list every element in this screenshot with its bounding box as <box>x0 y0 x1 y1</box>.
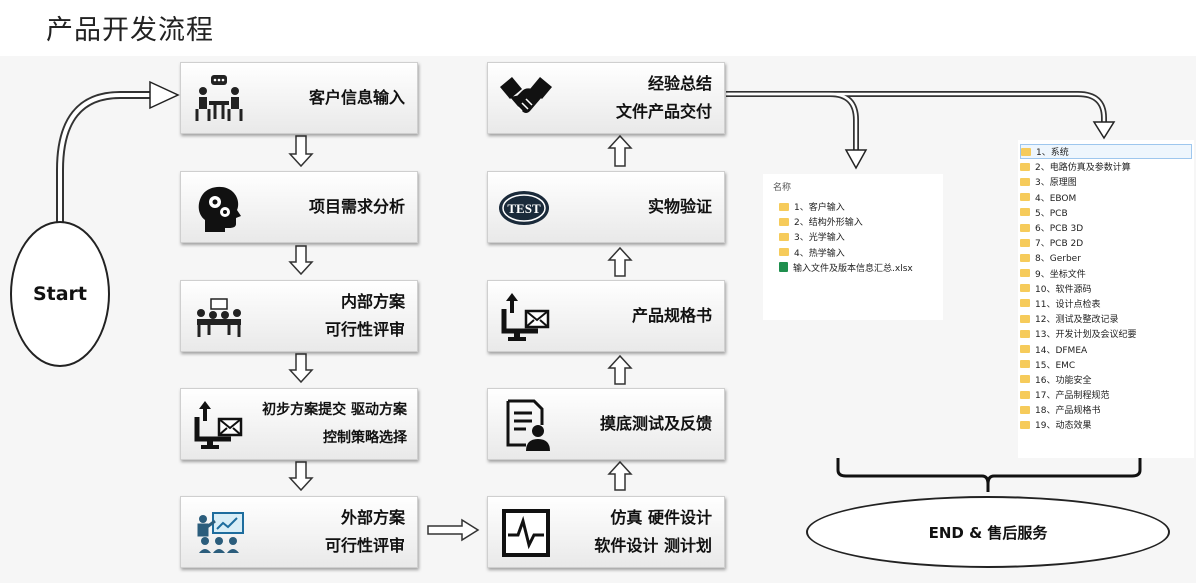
folder-icon <box>1020 253 1030 262</box>
monitor-mail-icon <box>194 401 243 449</box>
excel-file-icon <box>779 262 788 273</box>
step-baseline-test: 摸底测试及反馈 <box>487 388 725 460</box>
folder-icon <box>1021 147 1031 156</box>
column-header-name: 名称 <box>773 183 792 193</box>
end-node: END & 售后服务 <box>806 496 1170 568</box>
list-item[interactable]: 18、产品规格书 <box>1020 402 1192 417</box>
list-item[interactable]: 2、电路仿真及参数计算 <box>1020 159 1192 174</box>
folder-icon <box>1020 345 1030 354</box>
step-product-spec: 产品规格书 <box>487 280 725 352</box>
start-label: Start <box>32 283 88 305</box>
folder-icon <box>1020 405 1030 414</box>
step-label: 摸底测试及反馈 <box>599 414 712 433</box>
meeting-icon <box>195 75 243 121</box>
list-item[interactable]: 1、客户输入 <box>779 199 933 214</box>
list-item[interactable]: 15、EMC <box>1020 357 1192 372</box>
list-item[interactable]: 9、坐标文件 <box>1020 266 1192 281</box>
input-files-panel: 名称 1、客户输入 2、结构外形输入 3、光学输入 4、热学输入 输入文件及版本… <box>763 174 943 320</box>
test-badge-icon: TEST <box>499 191 549 225</box>
list-item[interactable]: 1、系统 <box>1020 144 1192 160</box>
left-down-arrows <box>288 135 314 492</box>
step-label: 实物验证 <box>647 197 712 216</box>
folder-icon <box>1020 299 1030 308</box>
start-node: Start <box>10 221 110 367</box>
folder-icon <box>1020 329 1030 338</box>
folder-icon <box>779 248 789 257</box>
list-item[interactable]: 5、PCB <box>1020 205 1192 220</box>
folder-icon <box>779 232 789 241</box>
step-internal-review: 内部方案 可行性评审 <box>180 280 418 352</box>
step-label: 初步方案提交 驱动方案 控制策略选择 <box>262 402 407 446</box>
folder-icon <box>1020 420 1030 429</box>
folder-icon <box>1020 208 1030 217</box>
list-item[interactable]: 17、产品制程规范 <box>1020 387 1192 402</box>
folder-icon <box>1020 390 1030 399</box>
list-item[interactable]: 2、结构外形输入 <box>779 214 933 229</box>
arrowhead-output-files <box>1092 121 1116 140</box>
team-review-icon <box>197 298 241 337</box>
page-title: 产品开发流程 <box>46 15 214 46</box>
list-item[interactable]: 11、设计点检表 <box>1020 296 1192 311</box>
monitor-mail-icon <box>501 293 550 341</box>
folder-icon <box>779 217 789 226</box>
folder-icon <box>1020 360 1030 369</box>
step-label: 经验总结 文件产品交付 <box>615 74 712 121</box>
folder-icon <box>1020 162 1030 171</box>
folder-icon <box>1020 375 1030 384</box>
presentation-icon <box>197 512 244 553</box>
right-up-arrows <box>607 134 633 491</box>
step-label: 项目需求分析 <box>308 197 405 216</box>
folder-icon <box>779 202 789 211</box>
list-item[interactable]: 输入文件及版本信息汇总.xlsx <box>779 260 933 275</box>
step-label: 外部方案 可行性评审 <box>324 508 405 555</box>
step-requirement-analysis: 项目需求分析 <box>180 171 418 243</box>
step-label: 内部方案 可行性评审 <box>324 292 405 339</box>
step-summary-delivery: 经验总结 文件产品交付 <box>487 62 725 134</box>
folder-icon <box>1020 284 1030 293</box>
head-gears-icon <box>198 186 241 232</box>
step-preliminary-proposal: 初步方案提交 驱动方案 控制策略选择 <box>180 388 418 460</box>
list-item[interactable]: 7、PCB 2D <box>1020 235 1192 250</box>
svg-text:TEST: TEST <box>507 201 541 216</box>
step-label: 产品规格书 <box>631 306 712 325</box>
document-person-icon <box>506 399 550 451</box>
start-arrowhead <box>149 80 180 110</box>
folder-icon <box>1020 223 1030 232</box>
folder-icon <box>1020 269 1030 278</box>
folder-icon <box>1020 238 1030 247</box>
list-item[interactable]: 16、功能安全 <box>1020 372 1192 387</box>
folder-icon <box>1020 177 1030 186</box>
list-item[interactable]: 14、DFMEA <box>1020 341 1192 356</box>
list-item[interactable]: 13、开发计划及会议纪要 <box>1020 326 1192 341</box>
end-label: END & 售后服务 <box>928 523 1048 542</box>
folder-icon <box>1020 314 1030 323</box>
step-customer-input: 客户信息输入 <box>180 62 418 134</box>
step-physical-verification: TEST 实物验证 <box>487 171 725 243</box>
handshake-icon <box>500 77 552 113</box>
output-files-panel: 1、系统 2、电路仿真及参数计算 3、原理图 4、EBOM 5、PCB 6、PC… <box>1018 140 1194 458</box>
step-simulation-design: 仿真 硬件设计 软件设计 测计划 <box>487 496 725 568</box>
list-item[interactable]: 4、热学输入 <box>779 245 933 260</box>
step-external-review: 外部方案 可行性评审 <box>180 496 418 568</box>
folder-icon <box>1020 193 1030 202</box>
arrowhead-input-files <box>844 149 868 170</box>
list-item[interactable]: 4、EBOM <box>1020 190 1192 205</box>
step-label: 客户信息输入 <box>308 88 405 107</box>
step-label: 仿真 硬件设计 软件设计 测计划 <box>594 508 712 555</box>
list-item[interactable]: 12、测试及整改记录 <box>1020 311 1192 326</box>
list-item[interactable]: 8、Gerber <box>1020 250 1192 265</box>
list-item[interactable]: 10、软件源码 <box>1020 281 1192 296</box>
waveform-icon <box>502 509 550 557</box>
list-item[interactable]: 3、原理图 <box>1020 174 1192 189</box>
list-item[interactable]: 6、PCB 3D <box>1020 220 1192 235</box>
list-item[interactable]: 19、动态效果 <box>1020 417 1192 432</box>
list-item[interactable]: 3、光学输入 <box>779 229 933 244</box>
bridge-arrow <box>427 518 480 542</box>
